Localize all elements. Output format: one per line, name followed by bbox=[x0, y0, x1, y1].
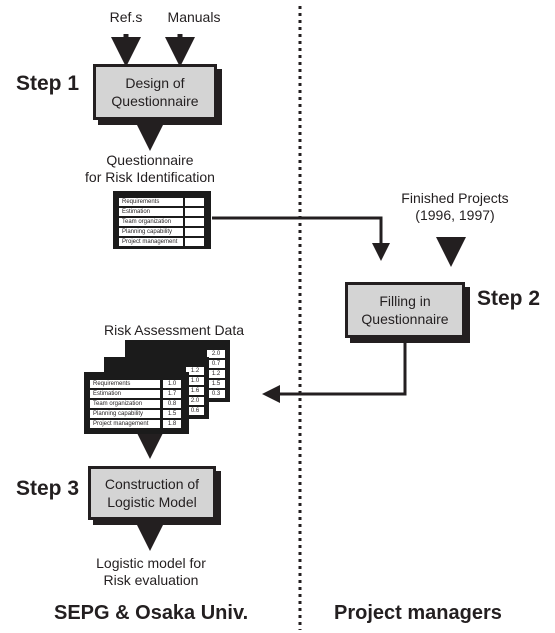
risk-value: 1.2 bbox=[207, 370, 225, 378]
questionnaire-item: Requirements bbox=[119, 198, 183, 206]
risk-value: 0.8 bbox=[163, 400, 181, 408]
questionnaire-blank bbox=[185, 238, 204, 246]
risk-value: 1.5 bbox=[163, 410, 181, 418]
manuals-label: Manuals bbox=[167, 9, 221, 25]
risk-value: 1.0 bbox=[186, 377, 204, 385]
risk-item: Planning capability bbox=[90, 410, 160, 418]
step-3-box-text: Construction of Logistic Model bbox=[104, 476, 200, 510]
risk-value: 1.6 bbox=[186, 387, 204, 395]
questionnaire-blank bbox=[185, 198, 204, 206]
risk-value: 1.2 bbox=[186, 367, 204, 375]
step-1-label: Step 1 bbox=[16, 72, 80, 95]
arrow-step2-to-risk-data bbox=[262, 342, 407, 403]
questionnaire-item: Project management bbox=[119, 238, 183, 246]
risk-value: 2.0 bbox=[186, 397, 204, 405]
arrow-questionnaire-to-step2 bbox=[212, 216, 390, 261]
step-2-label: Step 2 bbox=[477, 287, 541, 310]
risk-value: 2.0 bbox=[207, 350, 225, 358]
step-2-box: Filling in Questionnaire bbox=[345, 282, 465, 338]
risk-value: 1.0 bbox=[163, 380, 181, 388]
risk-value: 1.7 bbox=[163, 390, 181, 398]
risk-value: 0.3 bbox=[207, 390, 225, 398]
risk-item: Requirements bbox=[90, 380, 160, 388]
questionnaire-item: Team organization bbox=[119, 218, 183, 226]
questionnaire-item: Estimation bbox=[119, 208, 183, 216]
footer-right-label: Project managers bbox=[334, 602, 502, 624]
risk-value: 0.7 bbox=[207, 360, 225, 368]
step-2-box-text: Filling in Questionnaire bbox=[361, 293, 449, 327]
risk-data-caption: Risk Assessment Data bbox=[103, 322, 245, 338]
finished-projects-label: Finished Projects (1996, 1997) bbox=[401, 190, 509, 223]
step-1-box: Design of Questionnaire bbox=[93, 64, 217, 120]
questionnaire-card: Requirements Estimation Team organizatio… bbox=[113, 191, 211, 249]
refs-label: Ref.s bbox=[109, 9, 143, 25]
questionnaire-blank bbox=[185, 228, 204, 236]
step-1-box-text: Design of Questionnaire bbox=[111, 75, 199, 109]
risk-value: 0.6 bbox=[186, 407, 204, 415]
risk-value: 1.8 bbox=[163, 420, 181, 428]
questionnaire-item: Planning capability bbox=[119, 228, 183, 236]
footer-left-label: SEPG & Osaka Univ. bbox=[54, 602, 249, 624]
step-3-label: Step 3 bbox=[16, 477, 80, 500]
step-3-box: Construction of Logistic Model bbox=[88, 466, 216, 520]
output-caption: Logistic model for Risk evaluation bbox=[96, 555, 206, 588]
questionnaire-blank bbox=[185, 208, 204, 216]
questionnaire-blank bbox=[185, 218, 204, 226]
questionnaire-caption: Questionnaire for Risk Identification bbox=[85, 152, 215, 185]
risk-item: Estimation bbox=[90, 390, 160, 398]
risk-item: Project management bbox=[90, 420, 160, 428]
risk-item: Team organization bbox=[90, 400, 160, 408]
risk-value: 1.5 bbox=[207, 380, 225, 388]
